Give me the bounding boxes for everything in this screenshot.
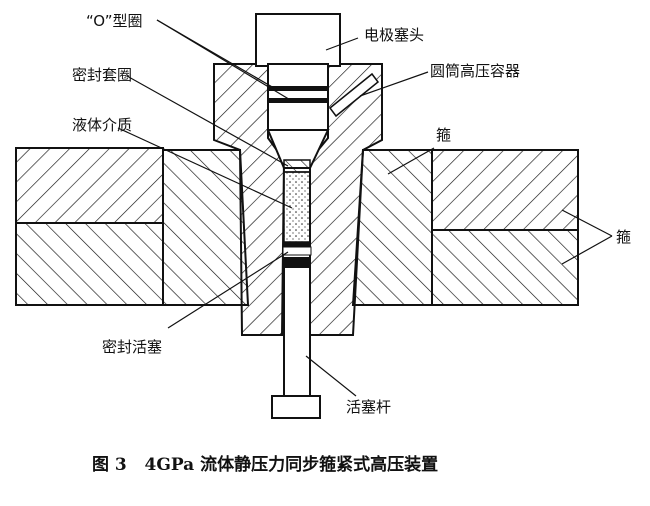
- label-liquid-medium: 液体介质: [72, 116, 132, 134]
- leader-lines: [117, 19, 613, 397]
- lead-channel: [328, 72, 380, 118]
- label-hoop-top: 箍: [436, 126, 451, 144]
- seal-piston: [282, 242, 312, 267]
- inner-hoop-right: [351, 149, 433, 306]
- label-electrode-plug: 电极塞头: [364, 26, 424, 44]
- left-hoop-lower: [15, 222, 164, 306]
- label-cylinder-vessel: 圆筒高压容器: [430, 62, 520, 80]
- electrode-plug: [255, 13, 341, 169]
- label-seal-piston: 密封活塞: [102, 338, 162, 356]
- electrode-plug-stem: [267, 63, 329, 131]
- label-piston-rod: 活塞杆: [346, 398, 391, 416]
- piston-rod: [271, 266, 321, 419]
- right-hoop-lower: [431, 229, 579, 306]
- label-o-ring: “O”型圈: [86, 12, 143, 30]
- left-hoop: [15, 147, 164, 306]
- label-seal-sleeve: 密封套圈: [72, 66, 132, 84]
- inner-hoop-left: [162, 149, 250, 306]
- liquid-medium: [283, 171, 311, 243]
- right-hoop: [431, 149, 579, 306]
- electrode-plug-cap: [255, 13, 341, 67]
- o-ring-lower: [268, 98, 328, 103]
- left-hoop-upper: [15, 147, 164, 224]
- figure-caption: 图 3 4GPa 流体静压力同步箍紧式高压装置: [92, 454, 438, 475]
- o-ring-upper: [268, 86, 328, 91]
- label-hoop-right: 箍: [616, 228, 631, 246]
- right-hoop-upper: [431, 149, 579, 231]
